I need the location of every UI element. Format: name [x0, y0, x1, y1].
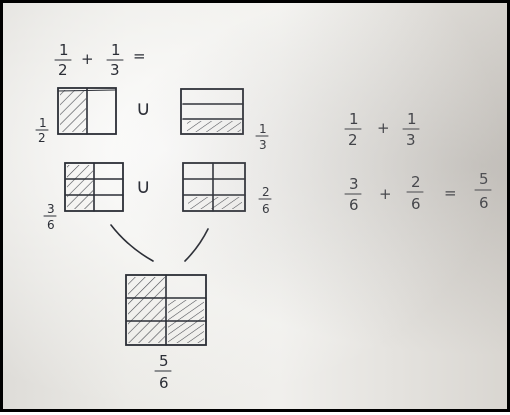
right-equation-2: 3 6 + 2 6 = 5 6	[344, 170, 492, 214]
eq2-a-denominator: 6	[349, 196, 359, 214]
eq2-a-numerator: 3	[349, 175, 359, 193]
row1-right-box-thirds	[180, 88, 244, 135]
top-equals-sign: =	[133, 47, 146, 65]
eq2-b-numerator: 2	[411, 173, 421, 191]
row1-right-numerator: 1	[259, 122, 267, 136]
eq2-plus-sign: +	[379, 185, 392, 203]
left-converging-stroke	[110, 224, 154, 262]
result-box-sixths	[125, 274, 207, 346]
result-denominator: 6	[159, 374, 169, 392]
eq2-c-numerator: 5	[479, 170, 489, 188]
top-problem: 1 2 + 1 3 =	[54, 41, 146, 79]
row2-right-label: 2 6	[258, 185, 272, 216]
eq1-a-denominator: 2	[348, 131, 358, 149]
row1-left-denominator: 2	[38, 131, 46, 145]
handwritten-sheet: 1 2 + 1 3 = 1 2 ∪ 1	[35, 41, 492, 392]
row2-left-denominator: 6	[47, 218, 55, 232]
row2-right-box-sixths	[182, 162, 246, 212]
right-equation-1: 1 2 + 1 3	[344, 110, 420, 149]
row1-left-numerator: 1	[39, 116, 47, 130]
top-a-numerator: 1	[59, 41, 69, 59]
row1-union-symbol: ∪	[136, 96, 151, 120]
row2-union-symbol: ∪	[136, 174, 151, 198]
row2-left-numerator: 3	[47, 202, 55, 216]
result-numerator: 5	[159, 352, 169, 370]
row1-right-label: 1 3	[255, 122, 269, 152]
row2-left-box-sixths	[64, 162, 124, 212]
right-converging-stroke	[184, 228, 209, 262]
row1-left-box-halves	[57, 87, 117, 135]
eq2-equals-sign: =	[444, 184, 457, 202]
row2-right-denominator: 6	[262, 202, 270, 216]
eq1-b-numerator: 1	[407, 110, 417, 128]
eq2-c-denominator: 6	[479, 194, 489, 212]
result-label: 5 6	[154, 352, 172, 392]
top-a-denominator: 2	[58, 61, 68, 79]
eq1-plus-sign: +	[377, 119, 390, 137]
row1-right-denominator: 3	[259, 138, 267, 152]
top-b-numerator: 1	[111, 41, 121, 59]
eq2-b-denominator: 6	[411, 195, 421, 213]
top-b-denominator: 3	[110, 61, 120, 79]
top-plus-sign: +	[81, 50, 94, 68]
eq1-a-numerator: 1	[349, 110, 359, 128]
row1-left-label: 1 2	[35, 116, 49, 145]
row2-right-numerator: 2	[262, 185, 270, 199]
eq1-b-denominator: 3	[406, 131, 416, 149]
row2-left-label: 3 6	[43, 202, 57, 232]
